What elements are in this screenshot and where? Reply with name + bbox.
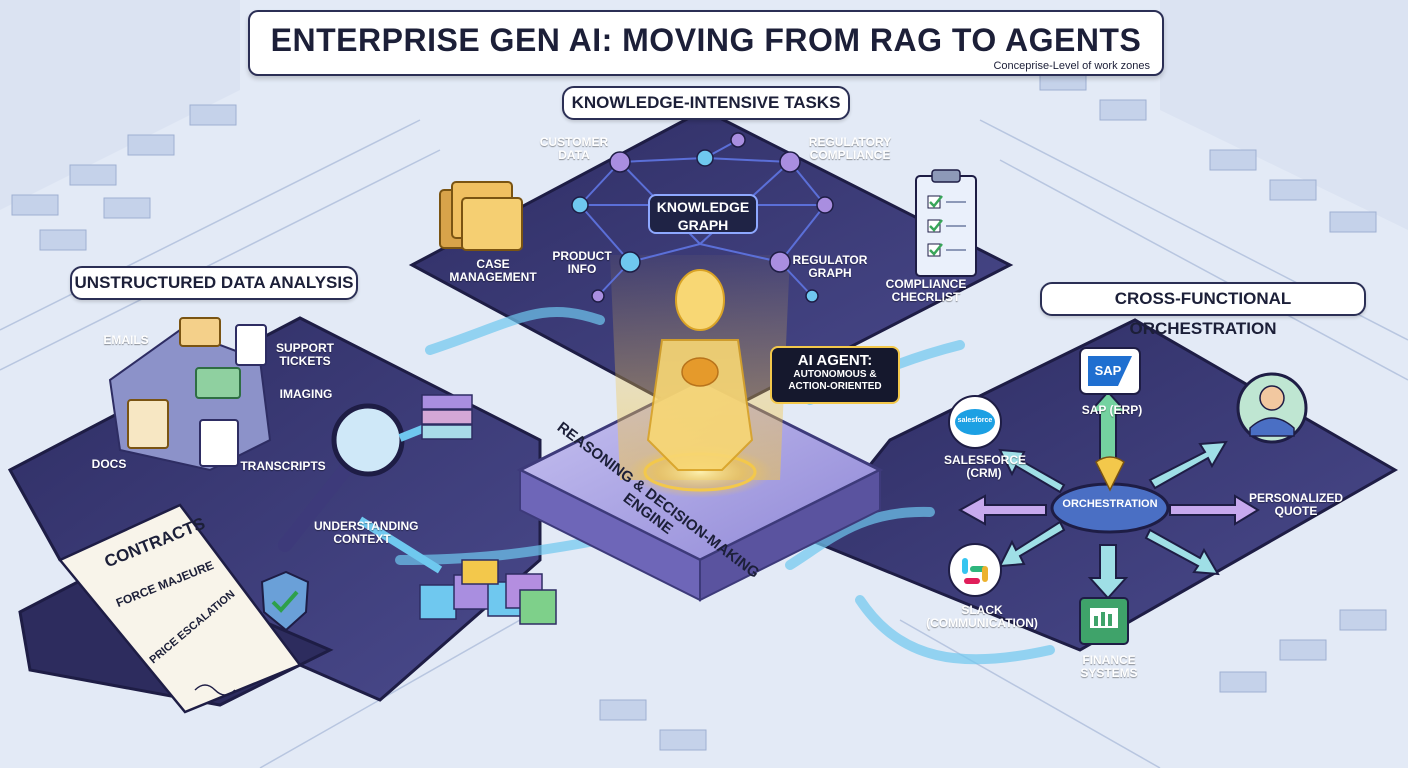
slack-communication-label: SLACK (COMMUNICATION)	[926, 603, 1038, 630]
compliance-checklist-label: COMPLIANCE CHECRLIST	[885, 277, 967, 304]
case-folders-icon	[439, 181, 523, 251]
case-management-label: CASE MANAGEMENT	[449, 257, 537, 284]
ai-agent-figure	[610, 255, 790, 498]
knowledge-graph-label: KNOWLEDGE GRAPH	[648, 194, 758, 234]
zone-orchestration-label: CROSS-FUNCTIONAL ORCHESTRATION	[1040, 282, 1366, 338]
sap-logo-icon	[1079, 347, 1141, 395]
ai-agent-subtitle: AUTONOMOUS & ACTION-ORIENTED	[788, 369, 882, 392]
ai-agent-callout: AI AGENT: AUTONOMOUS & ACTION-ORIENTED	[770, 346, 900, 404]
finance-systems-icon	[1079, 597, 1129, 645]
orchestration-hub	[957, 390, 1260, 600]
page-title: ENTERPRISE GEN AI: MOVING FROM RAG TO AG…	[270, 22, 1142, 58]
engine-side-right	[699, 468, 881, 602]
emails-label: EMAILS	[103, 333, 149, 347]
sap-logo-text: SAP	[1094, 363, 1122, 378]
sap-erp-label: SAP (ERP)	[1081, 403, 1143, 417]
customer-avatar-icon	[1236, 372, 1308, 444]
contract-document-icon	[58, 503, 302, 714]
salesforce-crm-label: SALESFORCE (CRM)	[944, 453, 1027, 480]
finance-systems-label: FINANCE SYSTEMS	[1080, 653, 1138, 680]
personalized-quote-label: PERSONALIZED QUOTE	[1248, 491, 1343, 518]
docs-label: DOCS	[91, 457, 127, 471]
support-tickets-label: SUPPORT TICKETS	[275, 341, 334, 368]
regulatory-compliance-label: REGULATORY COMPLIANCE	[808, 135, 892, 162]
ai-agent-title: AI AGENT:	[797, 352, 873, 369]
salesforce-logo-icon	[948, 395, 1002, 449]
arrow-down	[357, 516, 443, 574]
brain-icon	[681, 357, 719, 387]
customer-data-label: CUSTOMER DATA	[539, 135, 609, 162]
understanding-context-label: UNDERSTANDING CONTEXT	[314, 519, 419, 546]
salesforce-logo-text: salesforce	[957, 417, 993, 424]
title-banner: ENTERPRISE GEN AI: MOVING FROM RAG TO AG…	[248, 10, 1164, 76]
slack-logo-icon	[948, 543, 1002, 597]
orchestration-hub-label: ORCHESTRATION	[1062, 498, 1158, 510]
product-info-label: PRODUCT INFO	[552, 249, 612, 276]
transcripts-label: TRANSCRIPTS	[240, 459, 326, 473]
zone-unstructured-label: UNSTRUCTURED DATA ANALYSIS	[70, 266, 358, 300]
shield-check-icon	[260, 570, 310, 632]
zone-knowledge-label: KNOWLEDGE-INTENSIVE TASKS	[562, 86, 850, 120]
imaging-label: IMAGING	[279, 387, 333, 401]
document-pile-icon	[108, 317, 272, 472]
page-subtitle: Conceprise-Level of work zones	[993, 60, 1150, 72]
regulator-graph-label: REGULATOR GRAPH	[792, 253, 868, 280]
compliance-checklist-icon	[915, 169, 977, 277]
envelope-icon	[179, 317, 221, 347]
data-stack-top	[421, 394, 473, 440]
data-cubes	[419, 559, 557, 625]
